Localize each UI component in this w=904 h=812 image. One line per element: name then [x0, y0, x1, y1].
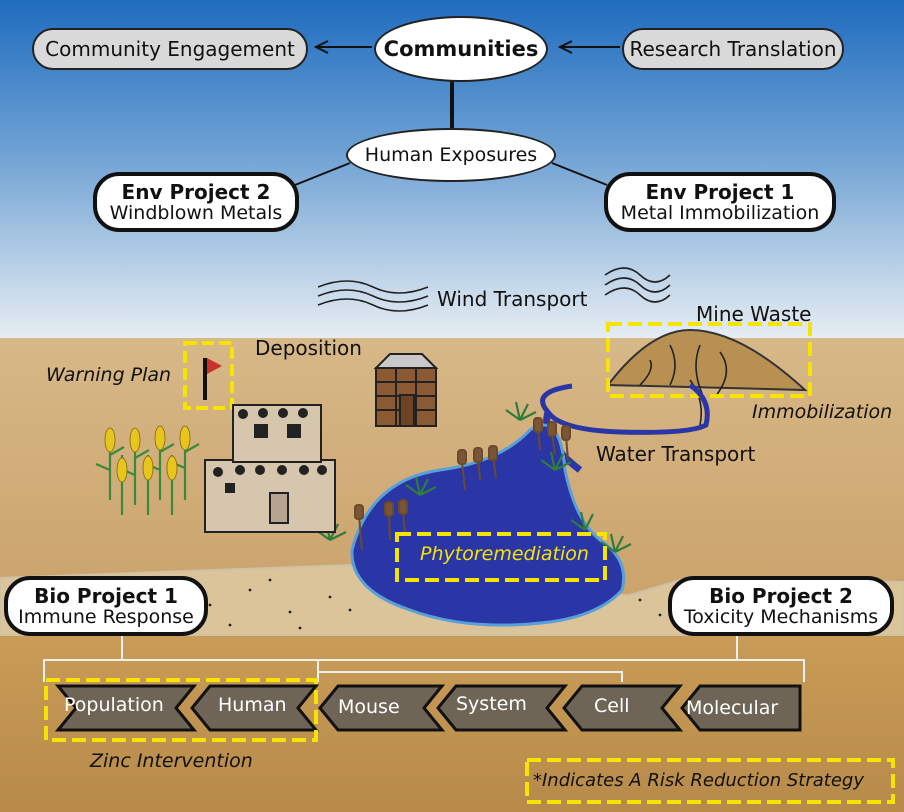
water-stream [540, 382, 710, 435]
env-project-2-subtitle: Windblown Metals [109, 201, 283, 224]
wind-lines [317, 267, 671, 312]
vigas [213, 408, 327, 477]
footnote-highlight [525, 758, 895, 804]
scale-step-molecular: Molecular [686, 697, 779, 719]
community-engagement-node: Community Engagement [32, 28, 308, 70]
corn-field [95, 425, 200, 515]
exposure-link-left [294, 162, 351, 186]
communities-node: Communities [374, 16, 548, 82]
bio-project-2-subtitle: Toxicity Mechanisms [683, 605, 879, 628]
scale-connectors [43, 636, 805, 682]
human-exposures-node: Human Exposures [346, 128, 556, 182]
mine-waste-highlight [606, 322, 812, 398]
deposition-label: Deposition [255, 336, 362, 360]
water-transport-label: Water Transport [596, 442, 756, 466]
scale-step-mouse: Mouse [338, 696, 400, 718]
flag [207, 358, 222, 374]
scale-step-population: Population [64, 694, 164, 716]
env-project-1-subtitle: Metal Immobilization [620, 201, 820, 224]
zinc-intervention-label: Zinc Intervention [90, 750, 253, 772]
scale-chevrons [54, 684, 802, 732]
exposure-link-right [551, 162, 608, 186]
warning-plan-label: Warning Plan [46, 364, 172, 386]
mine-waste-runoff [639, 344, 728, 426]
phyto-highlight [395, 532, 607, 582]
phytoremediation-label: Phytoremediation [420, 543, 589, 565]
env-project-2-title: Env Project 2 [121, 179, 271, 204]
zinc-highlight [44, 678, 318, 742]
wind-transport-label: Wind Transport [437, 287, 588, 311]
env-project-1: Env Project 1 Metal Immobilization [604, 172, 836, 232]
warning-highlight [183, 341, 234, 410]
mine-waste-label: Mine Waste [696, 302, 812, 326]
mine-waste-pile [606, 328, 808, 392]
pond [350, 423, 626, 627]
immobilization-label: Immobilization [752, 401, 893, 423]
research-translation-node: Research Translation [622, 28, 844, 70]
bio-project-1-subtitle: Immune Response [18, 605, 194, 628]
env-project-1-title: Env Project 1 [645, 179, 795, 204]
cattails [354, 417, 571, 551]
scale-step-cell: Cell [594, 695, 630, 717]
hogan [373, 353, 439, 427]
scale-step-human: Human [218, 694, 287, 716]
bio-project-1-title: Bio Project 1 [34, 583, 178, 608]
top-arrows [313, 40, 620, 54]
env-project-2: Env Project 2 Windblown Metals [93, 172, 299, 232]
bio-project-2-title: Bio Project 2 [709, 583, 853, 608]
scale-step-system: System [456, 693, 527, 715]
footnote: *Indicates A Risk Reduction Strategy [533, 770, 865, 791]
bio-project-1: Bio Project 1 Immune Response [4, 576, 208, 636]
bio-project-2: Bio Project 2 Toxicity Mechanisms [668, 576, 894, 636]
